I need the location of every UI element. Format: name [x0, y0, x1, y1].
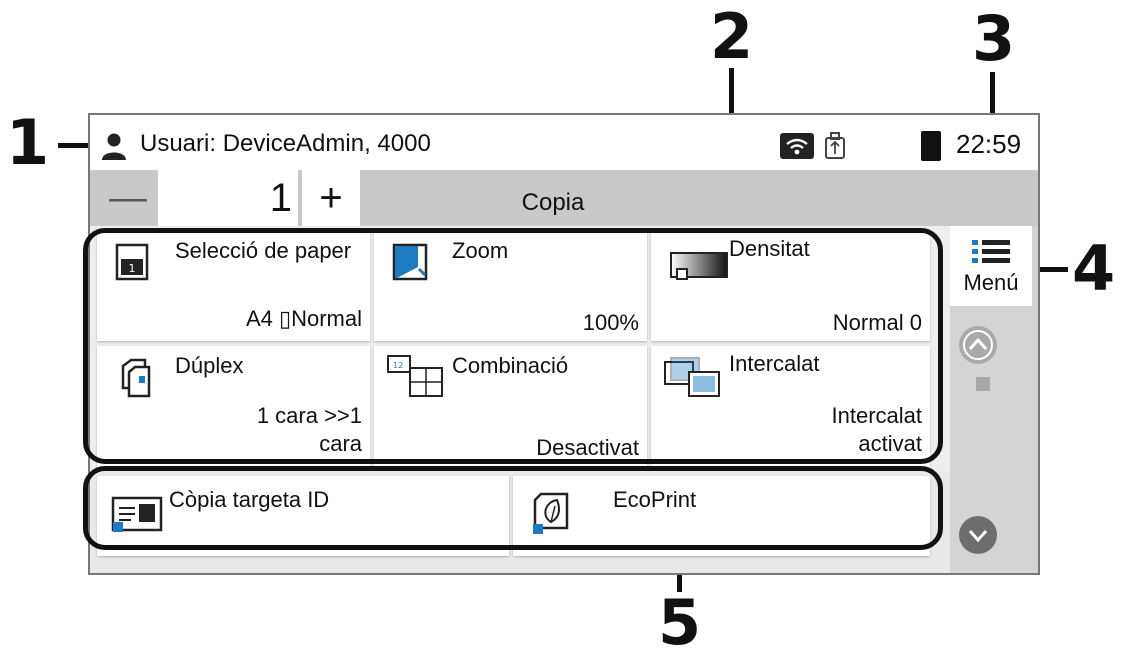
- callout-1-line: [58, 143, 96, 148]
- callout-3-line: [990, 72, 995, 130]
- scroll-thumb[interactable]: [976, 377, 990, 391]
- tile-paper-selection[interactable]: 1 Selecció de paper A4 ▯Normal: [97, 231, 370, 341]
- menu-button[interactable]: Menú: [950, 226, 1032, 306]
- tile-combine[interactable]: 12 Combinació Desactivat: [374, 346, 647, 471]
- copy-count-field[interactable]: 1: [158, 170, 298, 226]
- tile-value: 1 cara >>1 cara: [256, 403, 362, 456]
- tile-label: EcoPrint: [613, 487, 697, 512]
- tile-label: Combinació: [452, 353, 569, 378]
- tile-value: Desactivat: [536, 435, 639, 460]
- combine-icon: 12: [387, 355, 443, 397]
- status-bar: Usuari: DeviceAdmin, 4000 22:59: [90, 115, 1038, 170]
- callout-5: 5: [658, 586, 702, 659]
- function-grid: 1 Selecció de paper A4 ▯Normal Zoom 100%…: [90, 226, 950, 471]
- device-screen: Usuari: DeviceAdmin, 4000 22:59 — 1 + Co…: [88, 113, 1040, 575]
- clock: 22:59: [956, 129, 1022, 159]
- tile-label: Zoom: [452, 238, 509, 263]
- tile-zoom[interactable]: Zoom 100%: [374, 231, 647, 341]
- tile-density[interactable]: Densitat Normal 0: [651, 231, 930, 341]
- increase-count-button[interactable]: +: [302, 170, 360, 226]
- user-icon: [102, 133, 126, 160]
- shortcut-ecoprint[interactable]: EcoPrint: [513, 476, 930, 556]
- tab-copy[interactable]: Copia: [362, 170, 744, 226]
- tile-label: Selecció de paper: [175, 238, 352, 263]
- tile-label: Còpia targeta ID: [169, 487, 330, 512]
- callout-3: 3: [972, 2, 1016, 75]
- scroll-up-button[interactable]: [958, 325, 998, 365]
- duplex-icon: [121, 358, 151, 398]
- svg-text:1: 1: [129, 262, 136, 275]
- zoom-icon: [392, 243, 428, 281]
- id-card-icon: [111, 496, 163, 532]
- tile-value: A4 ▯Normal: [245, 306, 362, 331]
- svg-text:12: 12: [393, 361, 403, 370]
- shortcut-id-card-copy[interactable]: Còpia targeta ID: [97, 476, 509, 556]
- tile-duplex[interactable]: Dúplex 1 cara >>1 cara: [97, 346, 370, 471]
- tile-collate[interactable]: Intercalat Intercalat activat: [651, 346, 930, 471]
- tile-label: Intercalat: [729, 351, 820, 376]
- menu-label: Menú: [963, 270, 1019, 295]
- callout-1: 1: [6, 106, 50, 179]
- collate-icon: [664, 357, 720, 397]
- decrease-count-button[interactable]: —: [109, 176, 147, 219]
- device-icon: [921, 131, 941, 161]
- usb-icon: [825, 132, 845, 159]
- copy-count-bar: — 1 + Copia: [90, 170, 1038, 226]
- tile-value: Intercalat activat: [831, 403, 923, 456]
- scroll-down-button[interactable]: [958, 515, 998, 555]
- density-icon: [670, 252, 728, 280]
- ecoprint-icon: [533, 492, 569, 534]
- paper-tray-icon: 1: [115, 243, 149, 281]
- tile-label: Densitat: [729, 236, 810, 261]
- user-label[interactable]: Usuari: DeviceAdmin, 4000: [140, 130, 431, 157]
- shortcut-area: Còpia targeta ID EcoPrint: [90, 471, 950, 573]
- callout-4: 4: [1072, 232, 1116, 305]
- wifi-icon: [780, 133, 814, 159]
- callout-2: 2: [710, 0, 754, 73]
- tile-label: Dúplex: [175, 353, 244, 378]
- menu-list-icon: [972, 240, 1010, 263]
- tile-value: 100%: [582, 310, 639, 335]
- tile-value: Normal 0: [832, 310, 922, 335]
